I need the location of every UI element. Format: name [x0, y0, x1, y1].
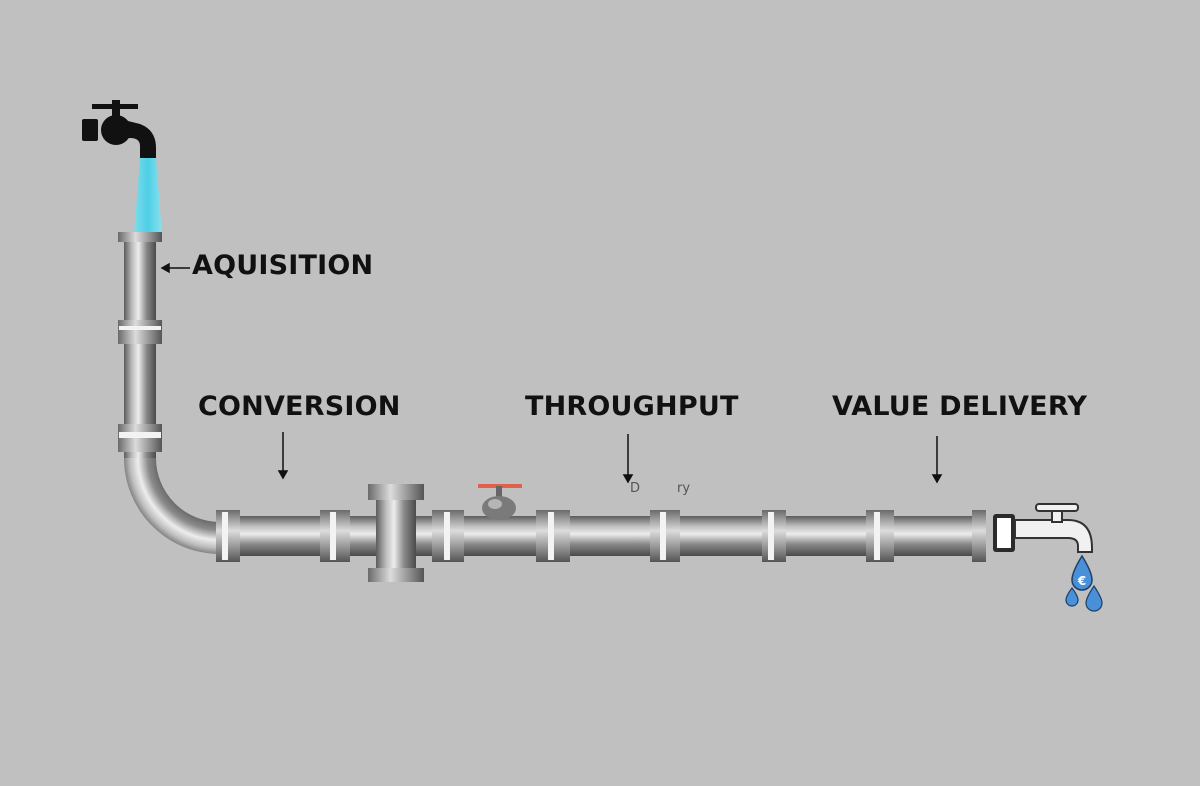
water-drop-icon: €	[1065, 554, 1103, 612]
stage-arrows	[160, 262, 943, 484]
partial-text-left: D	[630, 481, 641, 496]
water-stream	[134, 158, 162, 234]
pipe-cross-junction	[368, 484, 424, 582]
horizontal-pipe	[216, 510, 986, 562]
label-conversion: CONVERSION	[198, 391, 401, 422]
outlet-faucet-icon	[993, 503, 1093, 553]
source-faucet-icon	[82, 100, 156, 158]
valve-icon	[478, 484, 522, 520]
label-acquisition: AQUISITION	[192, 250, 374, 281]
arrow-throughput	[622, 434, 634, 484]
euro-icon: €	[1077, 574, 1086, 588]
pipe-elbow	[124, 458, 220, 554]
arrow-acquisition	[160, 262, 190, 274]
arrow-value-delivery	[931, 436, 943, 484]
partial-text-right: ry	[677, 481, 691, 496]
vertical-pipe	[118, 232, 162, 460]
label-throughput: THROUGHPUT	[525, 391, 739, 422]
label-value-delivery: VALUE DELIVERY	[832, 391, 1088, 422]
arrow-conversion	[277, 432, 289, 480]
